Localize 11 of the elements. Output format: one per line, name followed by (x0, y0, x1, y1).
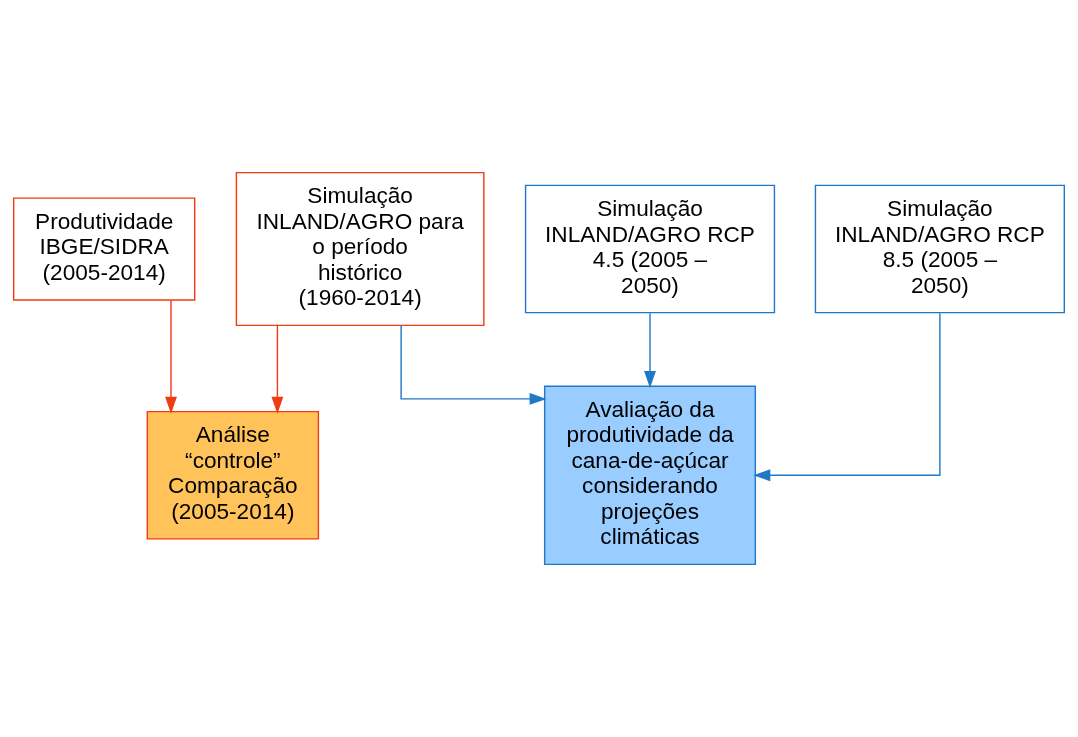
node-box: Simulação INLAND/AGRO RCP 4.5 (2005 – 2050) (524, 184, 776, 314)
node-box: Simulação INLAND/AGRO para o período histórico (1960-2014) (235, 171, 485, 327)
arrow (753, 312, 941, 482)
arrow (165, 299, 177, 414)
node-box: Simulação INLAND/AGRO RCP 8.5 (2005 – 2050) (814, 184, 1065, 314)
node-box: Avaliação da produtividade da cana-de-açúcar considerando projeções climáticas (543, 385, 757, 566)
arrow (400, 325, 547, 405)
arrow (271, 324, 284, 414)
node-box: Análise “controle” Comparação (2005-2014) (146, 410, 320, 540)
node-box: Produtividade IBGE/SIDRA (2005-2014) (13, 197, 196, 301)
arrow (644, 312, 656, 389)
